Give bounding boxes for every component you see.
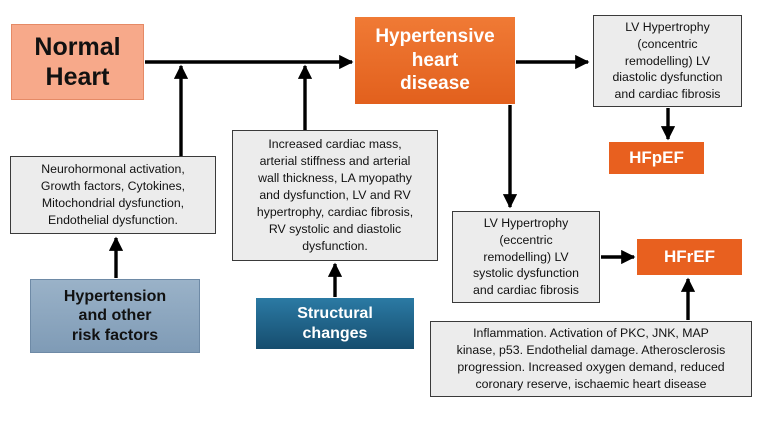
hypertensive-heart-disease-box: Hypertensive heart disease bbox=[355, 17, 515, 104]
hfpef-label: HFpEF bbox=[629, 148, 684, 167]
inflammation-label: Inflammation. Activation of PKC, JNK, MA… bbox=[456, 326, 726, 391]
hypertension-risk-label: Hypertension and other risk factors bbox=[63, 287, 167, 344]
structural-details-box: Increased cardiac mass, arterial stiffne… bbox=[232, 130, 438, 261]
lv-concentric-label: LV Hypertrophy (concentric remodelling) … bbox=[612, 19, 723, 102]
lv-eccentric-label: LV Hypertrophy (eccentric remodelling) L… bbox=[473, 215, 579, 298]
hypertensive-heart-disease-label: Hypertensive heart disease bbox=[375, 26, 495, 95]
structural-changes-label: Structural changes bbox=[297, 304, 373, 342]
normal-heart-label: Normal Heart bbox=[34, 33, 121, 91]
neurohormonal-box: Neurohormonal activation, Growth factors… bbox=[10, 156, 216, 234]
normal-heart-box: Normal Heart bbox=[11, 24, 144, 100]
lv-concentric-box: LV Hypertrophy (concentric remodelling) … bbox=[593, 15, 742, 107]
hfref-label: HFrEF bbox=[664, 247, 715, 266]
structural-details-label: Increased cardiac mass, arterial stiffne… bbox=[256, 137, 414, 253]
inflammation-box: Inflammation. Activation of PKC, JNK, MA… bbox=[430, 321, 752, 397]
lv-eccentric-box: LV Hypertrophy (eccentric remodelling) L… bbox=[452, 211, 600, 303]
hypertension-risk-box: Hypertension and other risk factors bbox=[30, 279, 200, 353]
hfpef-box: HFpEF bbox=[609, 142, 704, 174]
neurohormonal-label: Neurohormonal activation, Growth factors… bbox=[40, 162, 186, 227]
hfref-box: HFrEF bbox=[637, 239, 742, 275]
structural-changes-box: Structural changes bbox=[256, 298, 414, 349]
